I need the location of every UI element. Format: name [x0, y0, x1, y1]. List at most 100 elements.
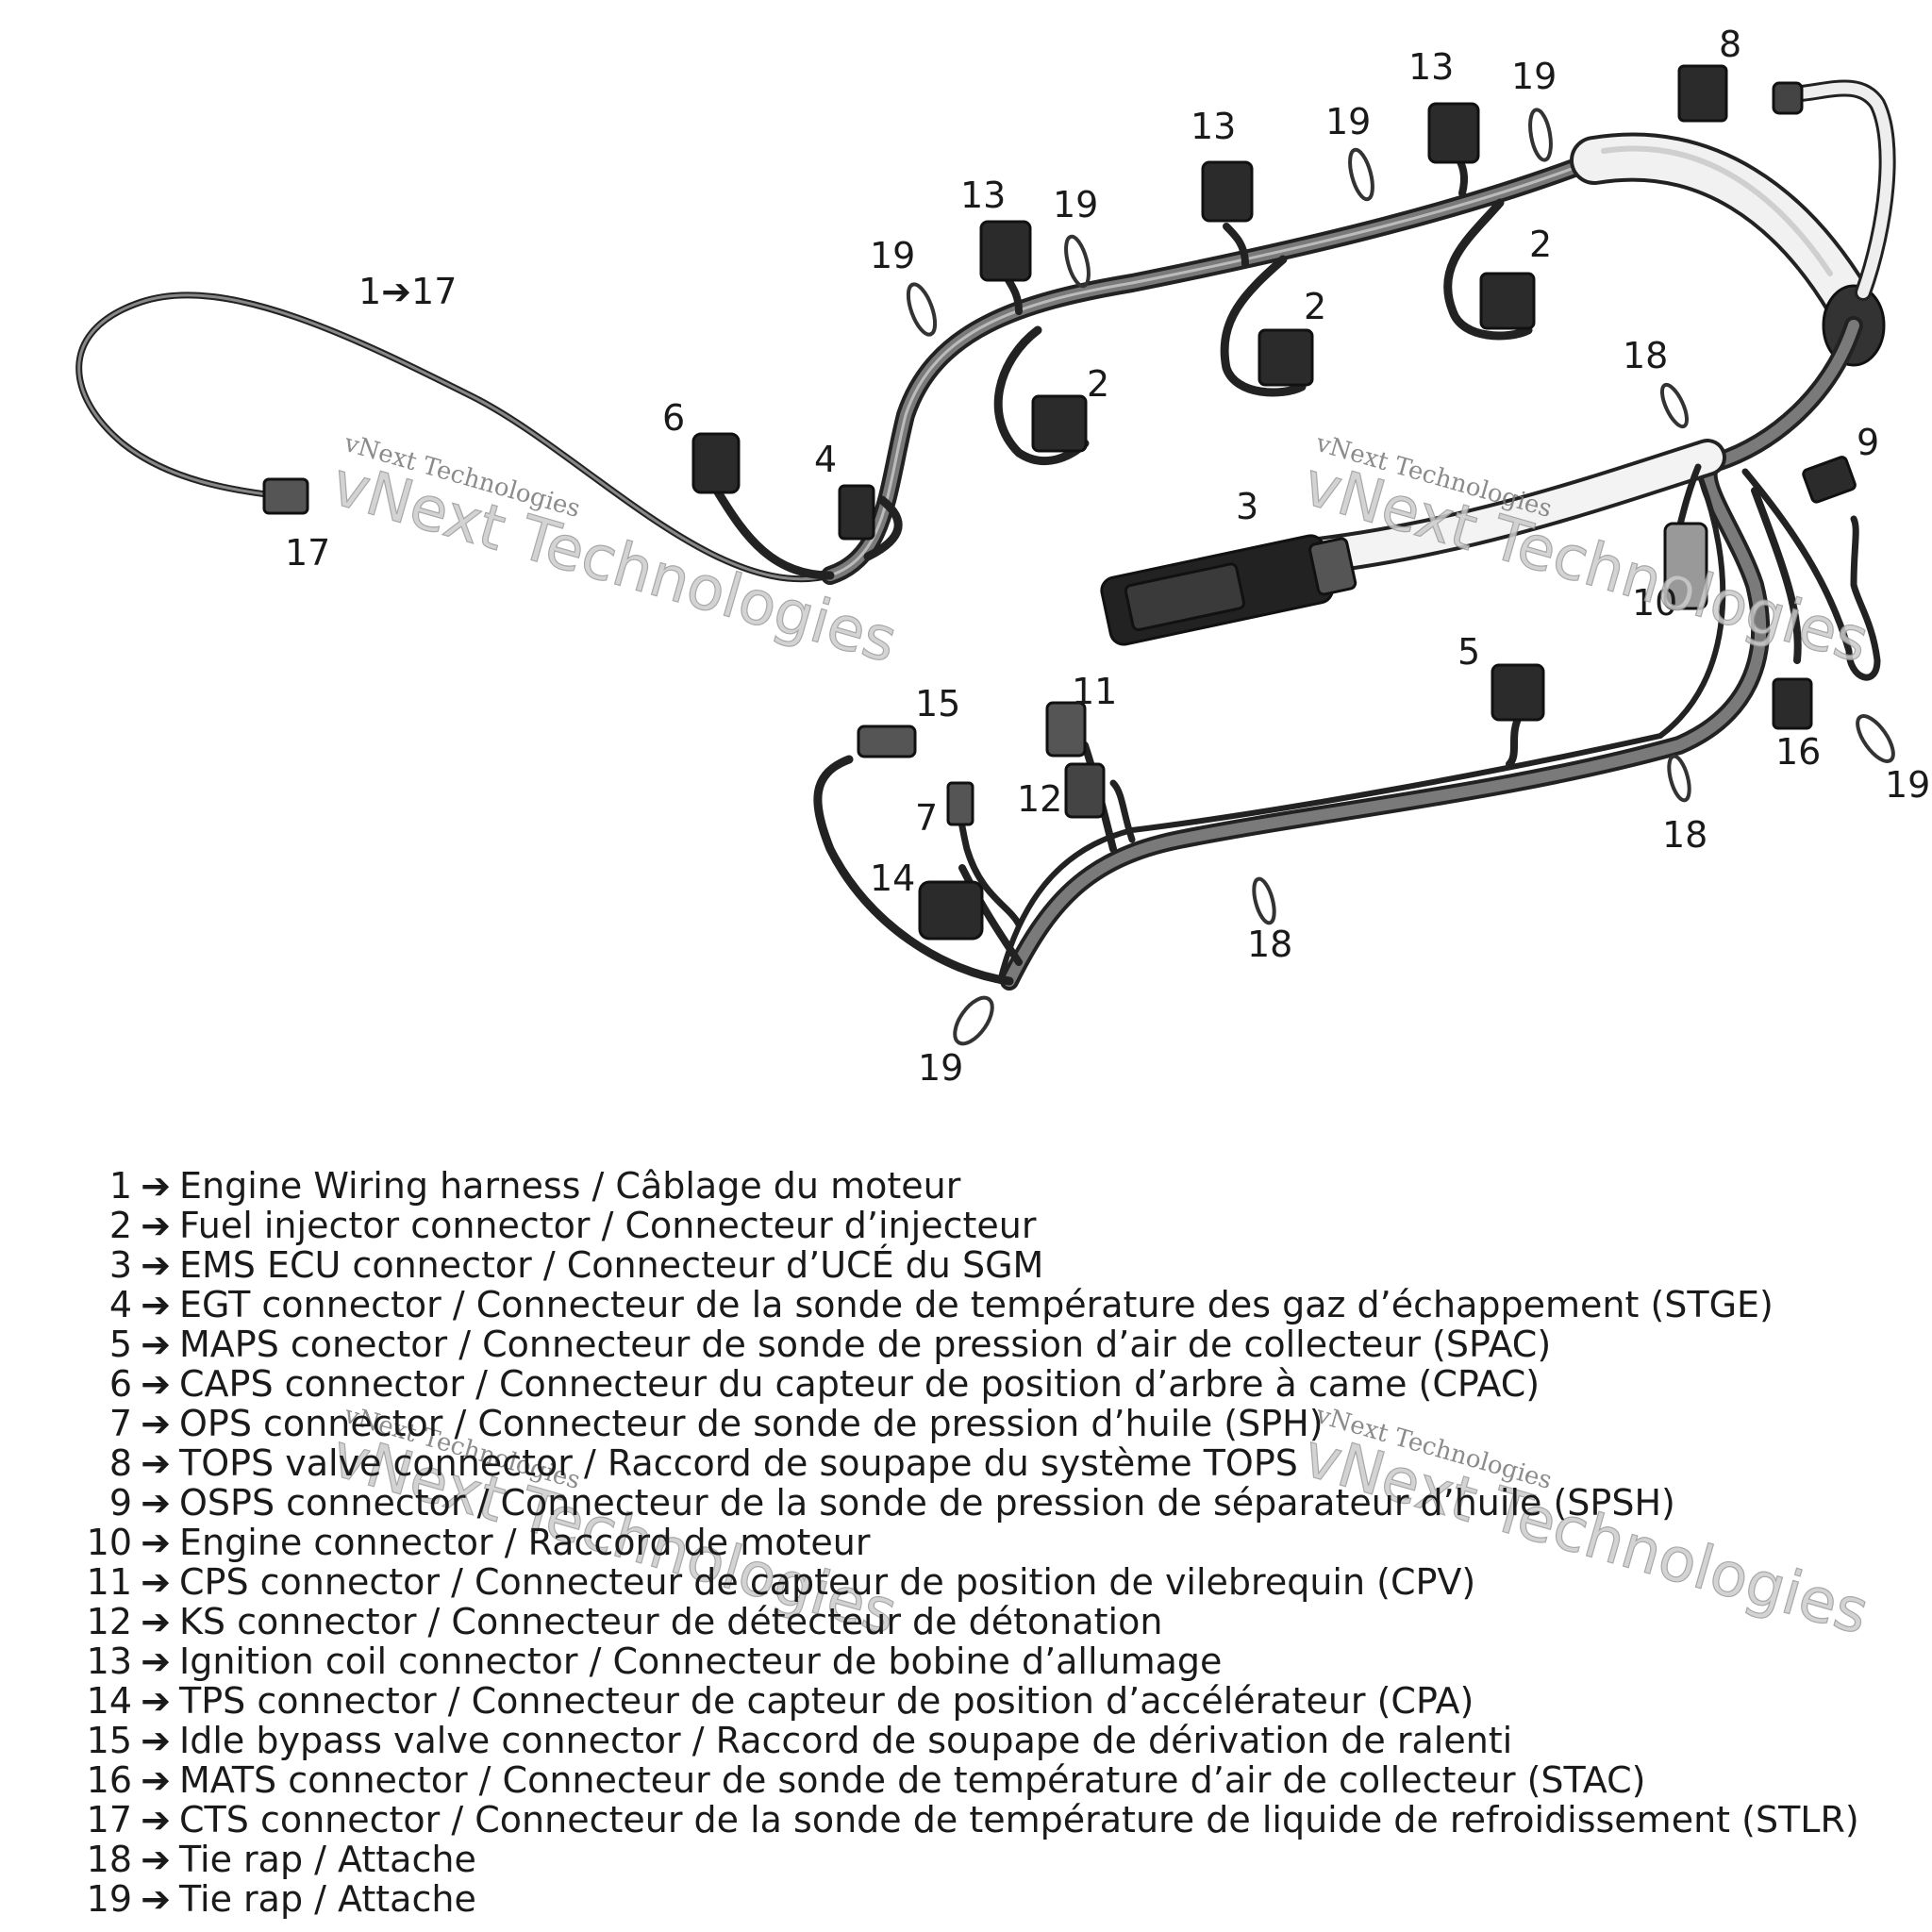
- arrow-icon: ➔: [141, 1839, 171, 1880]
- arrow-icon: ➔: [141, 1799, 171, 1840]
- legend-description: MAPS conector / Connecteur de sonde de p…: [179, 1324, 1552, 1365]
- legend-description: TPS connector / Connecteur de capteur de…: [179, 1680, 1474, 1722]
- arrow-icon: ➔: [141, 1205, 171, 1246]
- arrow-icon: ➔: [141, 1482, 171, 1524]
- connector-17: [262, 477, 309, 515]
- callout-16: 16: [1775, 731, 1822, 773]
- connector-6: [691, 432, 741, 494]
- callout-11: 11: [1072, 671, 1118, 712]
- legend-number: 4: [108, 1284, 132, 1325]
- legend-item: 15➔Idle bypass valve connector / Raccord…: [0, 1720, 1513, 1761]
- tie-rap-19: [1348, 147, 1374, 202]
- callout-18: 18: [1247, 924, 1293, 965]
- legend-item: 13➔Ignition coil connector / Connecteur …: [0, 1641, 1223, 1682]
- arrow-icon: ➔: [141, 1442, 171, 1484]
- connector-13-c: [1427, 102, 1480, 164]
- legend-number: 11: [86, 1561, 132, 1603]
- legend-number: 16: [86, 1759, 132, 1801]
- callout-18: 18: [1662, 814, 1708, 856]
- arrow-icon: ➔: [141, 1878, 171, 1920]
- callout-4: 4: [814, 439, 838, 480]
- legend-item: 4➔EGT connector / Connecteur de la sonde…: [0, 1284, 1774, 1325]
- legend-item: 16➔MATS connector / Connecteur de sonde …: [0, 1759, 1646, 1801]
- legend-number: 12: [86, 1601, 132, 1642]
- legend-item: 14➔TPS connector / Connecteur de capteur…: [0, 1680, 1474, 1722]
- tie-rap-18: [1659, 382, 1690, 429]
- callout-17: 17: [285, 532, 331, 574]
- legend-item: 5➔MAPS conector / Connecteur de sonde de…: [0, 1324, 1552, 1365]
- legend-description: Engine Wiring harness / Câblage du moteu…: [179, 1165, 961, 1207]
- connector-5: [1491, 663, 1545, 722]
- arrow-icon: ➔: [141, 1324, 171, 1365]
- connector-10: [1663, 522, 1708, 610]
- legend-description: EGT connector / Connecteur de la sonde d…: [179, 1284, 1774, 1325]
- tie-rap-18: [1252, 876, 1276, 925]
- callout-2: 2: [1087, 363, 1110, 405]
- callout-19: 19: [1325, 101, 1372, 142]
- legend-description: Fuel injector connector / Connecteur d’i…: [179, 1205, 1037, 1246]
- arrow-icon: ➔: [141, 1403, 171, 1444]
- legend-item: 10➔Engine connector / Raccord de moteur: [0, 1522, 871, 1563]
- legend-number: 10: [86, 1522, 132, 1563]
- connector-8: [1677, 64, 1728, 123]
- harness-right-trunk: [1000, 316, 1863, 991]
- tie-rap-18: [1667, 754, 1691, 803]
- connector-2-b: [1257, 328, 1314, 387]
- callout-14: 14: [870, 858, 916, 899]
- connector-11: [1045, 701, 1087, 758]
- callout-13: 13: [1191, 106, 1237, 147]
- legend-description: TOPS valve connector / Raccord de soupap…: [179, 1442, 1298, 1484]
- legend-item: 17➔CTS connector / Connecteur de la sond…: [0, 1799, 1859, 1840]
- legend-description: EMS ECU connector / Connecteur d’UCÉ du …: [179, 1244, 1044, 1286]
- arrow-icon: ➔: [141, 1759, 171, 1801]
- callout-15: 15: [915, 683, 961, 724]
- legend-description: OSPS connector / Connecteur de la sonde …: [179, 1482, 1675, 1524]
- connector-13-a: [979, 220, 1032, 282]
- callout-2: 2: [1529, 224, 1553, 265]
- callout-13: 13: [960, 175, 1007, 216]
- connector-9: [1802, 456, 1857, 504]
- arrow-icon: ➔: [141, 1522, 171, 1563]
- legend-number: 5: [108, 1324, 132, 1365]
- legend-number: 3: [108, 1244, 132, 1286]
- connector-2-c: [1479, 272, 1536, 330]
- callout-19: 19: [1885, 764, 1931, 806]
- connector-16: [1772, 677, 1813, 730]
- connector-13-b: [1201, 160, 1254, 223]
- callout-19: 19: [870, 235, 916, 276]
- legend-number: 1: [108, 1165, 132, 1207]
- legend-description: Idle bypass valve connector / Raccord de…: [179, 1720, 1513, 1761]
- legend-item: 2➔Fuel injector connector / Connecteur d…: [0, 1205, 1037, 1246]
- callout-18: 18: [1623, 335, 1669, 376]
- callout-19: 19: [1511, 56, 1557, 97]
- callout-13: 13: [1408, 46, 1455, 88]
- legend-description: KS connector / Connecteur de détecteur d…: [179, 1601, 1163, 1642]
- callout-5: 5: [1457, 631, 1481, 673]
- arrow-icon: ➔: [141, 1165, 171, 1207]
- legend-number: 13: [86, 1641, 132, 1682]
- callout-1-to-17: 1➔17: [358, 271, 458, 312]
- connector-3-ecu: [1100, 534, 1357, 646]
- legend-description: CPS connector / Connecteur de capteur de…: [179, 1561, 1476, 1603]
- arrow-icon: ➔: [141, 1720, 171, 1761]
- callout-12: 12: [1017, 778, 1063, 820]
- tie-rap-19: [1064, 234, 1091, 289]
- legend-item: 6➔CAPS connector / Connecteur du capteur…: [0, 1363, 1541, 1405]
- watermark: vNext Technologies vNext Technologies: [1295, 1401, 1876, 1649]
- legend-number: 6: [108, 1363, 132, 1405]
- arrow-icon: ➔: [141, 1363, 171, 1405]
- legend-item: 11➔CPS connector / Connecteur de capteur…: [0, 1561, 1476, 1603]
- legend-description: MATS connector / Connecteur de sonde de …: [179, 1759, 1646, 1801]
- arrow-icon: ➔: [141, 1561, 171, 1603]
- legend-number: 2: [108, 1205, 132, 1246]
- legend-description: CAPS connector / Connecteur du capteur d…: [179, 1363, 1541, 1405]
- legend-item: 3➔EMS ECU connector / Connecteur d’UCÉ d…: [0, 1244, 1044, 1286]
- legend-item: 12➔KS connector / Connecteur de détecteu…: [0, 1601, 1163, 1642]
- callout-8: 8: [1719, 24, 1742, 65]
- legend-description: Tie rap / Attache: [179, 1839, 476, 1880]
- legend-description: Ignition coil connector / Connecteur de …: [179, 1641, 1223, 1682]
- legend-number: 15: [86, 1720, 132, 1761]
- connector-4: [838, 484, 875, 541]
- legend-number: 7: [108, 1403, 132, 1444]
- legend-number: 17: [86, 1799, 132, 1840]
